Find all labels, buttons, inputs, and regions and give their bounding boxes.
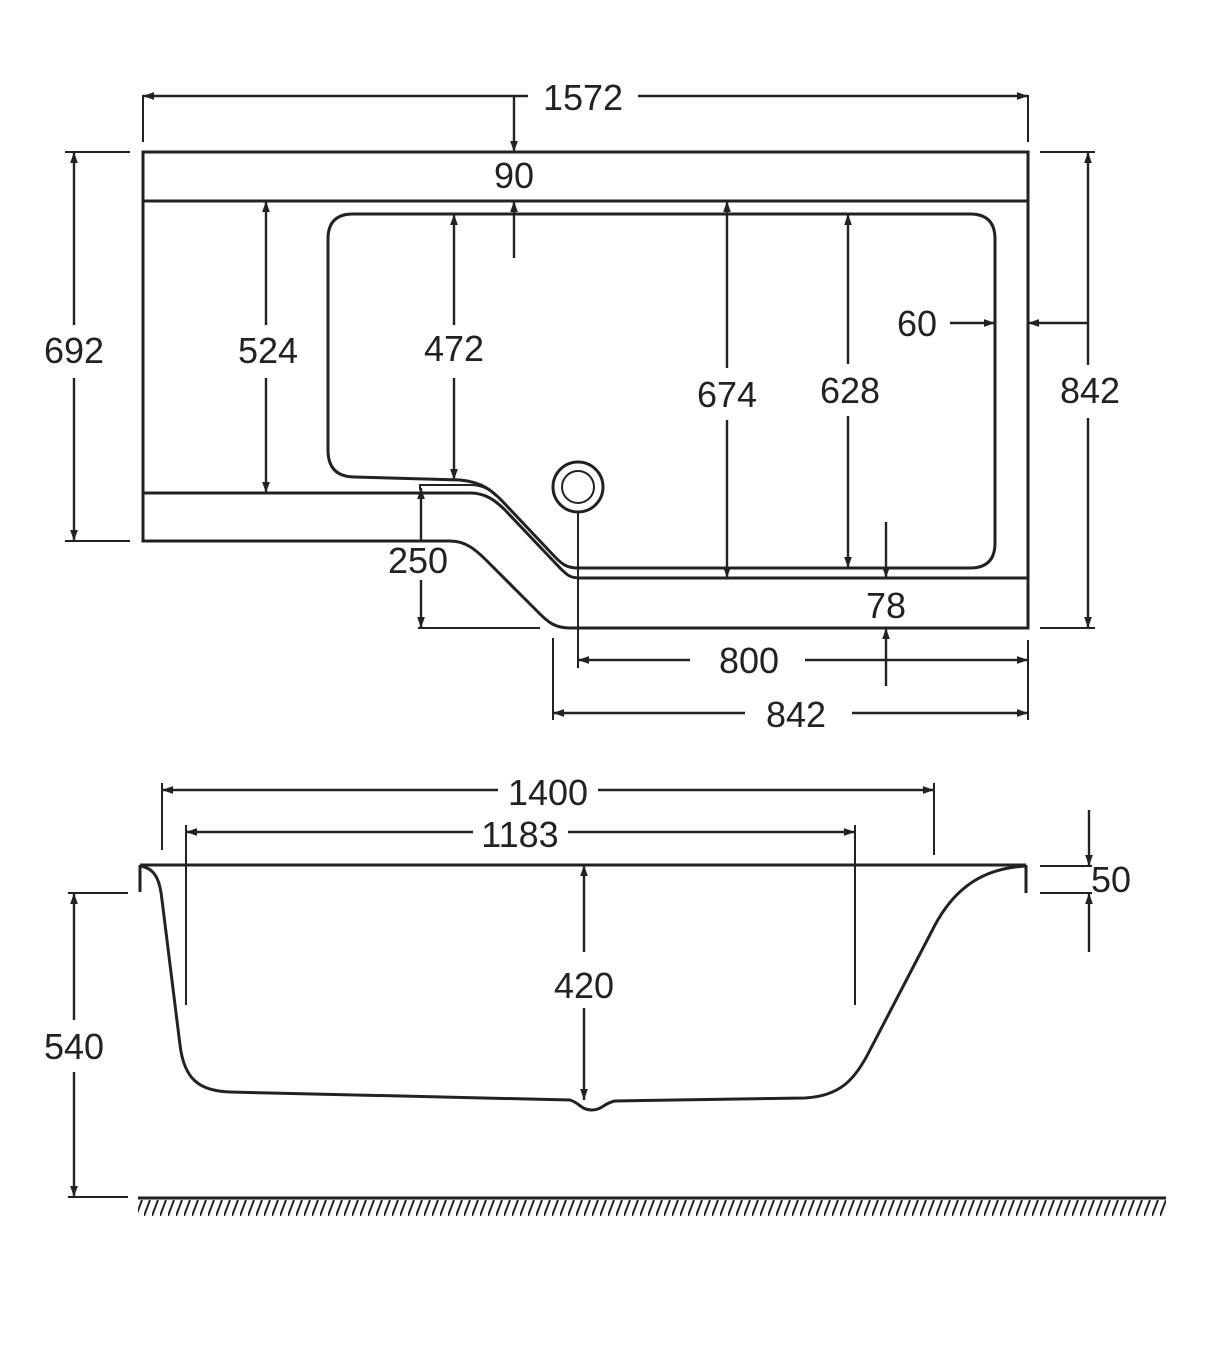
dim-overall-length: 1572 <box>543 77 623 118</box>
dim-rim-length: 1400 <box>508 772 588 813</box>
dim-depth: 420 <box>554 965 614 1006</box>
dim-width-left: 692 <box>44 330 104 371</box>
drain-icon <box>551 460 605 514</box>
dim-length-right: 842 <box>766 694 826 735</box>
dim-basin-width-right: 628 <box>820 370 880 411</box>
elevation-view: 1400 1183 420 540 50 <box>44 772 1166 1216</box>
dim-overall-width-right: 842 <box>1060 370 1120 411</box>
dim-basin-length-right: 800 <box>719 640 779 681</box>
front-rim-line <box>143 491 1028 580</box>
plan-view: 1572 90 692 524 472 674 628 60 <box>44 77 1120 735</box>
tub-profile <box>139 864 1027 1112</box>
dim-interior-width-right: 674 <box>697 374 757 415</box>
dim-interior-width-left: 524 <box>238 330 298 371</box>
dim-side-rim: 60 <box>897 303 937 344</box>
dim-front-rim: 78 <box>866 585 906 626</box>
basin-outline <box>326 212 997 570</box>
dim-bottom-length: 1183 <box>481 814 558 855</box>
plan-outline <box>141 150 1030 630</box>
dim-height: 540 <box>44 1026 104 1067</box>
floor-hatch <box>138 1200 1166 1216</box>
dim-basin-width-left: 472 <box>424 328 484 369</box>
dim-deck-width: 90 <box>494 155 534 196</box>
step-ledge <box>419 484 497 497</box>
dim-rim-height: 50 <box>1091 859 1131 900</box>
dim-step-depth: 250 <box>388 540 448 581</box>
